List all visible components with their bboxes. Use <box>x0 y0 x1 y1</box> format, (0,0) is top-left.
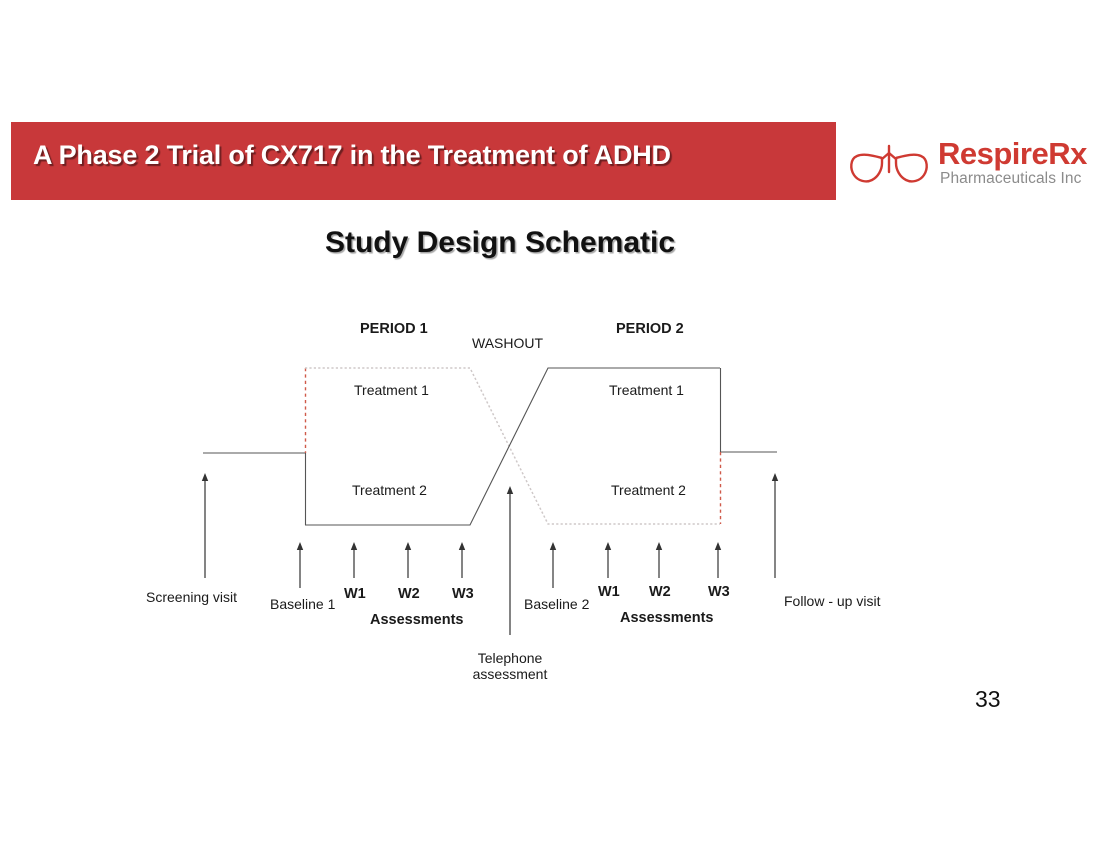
week-1-period2-label: W1 <box>598 584 620 600</box>
washout-label: WASHOUT <box>472 335 544 351</box>
assessments-period1-label: Assessments <box>370 612 464 628</box>
company-logo: RespireRx Pharmaceuticals Inc <box>848 136 1088 200</box>
slide-header-title: A Phase 2 Trial of CX717 in the Treatmen… <box>33 140 671 170</box>
week-2-period1-label: W2 <box>398 586 420 602</box>
period-1-label: PERIOD 1 <box>360 321 428 337</box>
baseline-2-label: Baseline 2 <box>524 596 590 612</box>
assessments-period2-label: Assessments <box>620 610 714 626</box>
period-2-label: PERIOD 2 <box>616 321 684 337</box>
baseline-1-label: Baseline 1 <box>270 596 336 612</box>
telephone-assessment-line-1: Telephone <box>477 650 543 666</box>
period2-treatment-2-label: Treatment 2 <box>611 482 686 498</box>
slide-header-bar: A Phase 2 Trial of CX717 in the Treatmen… <box>11 122 836 200</box>
week-3-period1-label: W3 <box>452 586 474 602</box>
week-1-period1-label: W1 <box>344 586 366 602</box>
logo-subtitle: Pharmaceuticals Inc <box>940 170 1082 187</box>
week-3-period2-label: W3 <box>708 584 730 600</box>
telephone-assessment-label: Telephone assessment <box>456 650 564 682</box>
follow-up-visit-label: Follow - up visit <box>784 593 881 609</box>
page-title: Study Design Schematic <box>324 226 676 259</box>
screening-visit-label: Screening visit <box>146 589 238 605</box>
period1-treatment-1-label: Treatment 1 <box>354 382 429 398</box>
week-2-period2-label: W2 <box>649 584 671 600</box>
lungs-icon <box>848 142 930 186</box>
logo-brand-name: RespireRx <box>938 136 1087 171</box>
telephone-assessment-line-2: assessment <box>472 666 548 682</box>
period2-treatment-1-label: Treatment 1 <box>609 382 684 398</box>
page-number: 33 <box>975 686 1001 712</box>
period1-treatment-2-label: Treatment 2 <box>352 482 427 498</box>
arm-b-path <box>305 367 720 526</box>
